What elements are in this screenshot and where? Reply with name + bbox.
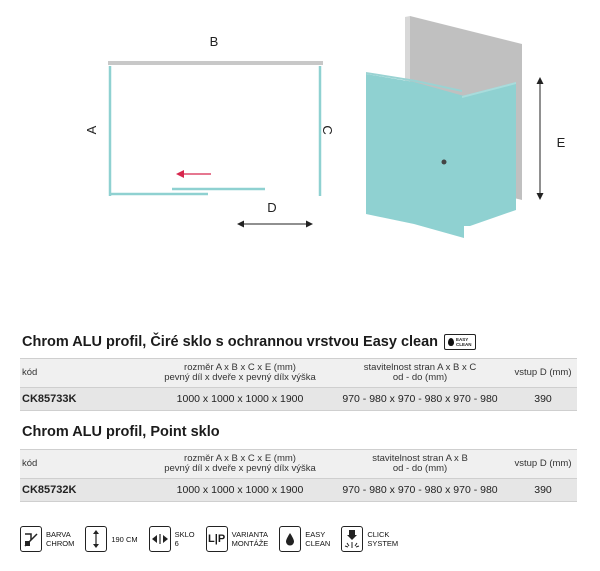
door-knob-icon	[441, 159, 447, 165]
color-swatch-icon	[20, 526, 42, 552]
row-code: CK85732K	[22, 484, 77, 496]
click-system-icon	[341, 526, 364, 552]
section-title-text: Chrom ALU profil, Point sklo	[22, 424, 220, 440]
perspective-view: E	[366, 16, 566, 238]
legend-mount-line1: VARIANTA	[231, 530, 269, 539]
glass-thickness-icon	[148, 526, 171, 552]
row-adjustability: 970 - 980 x 970 - 980 x 970 - 980	[342, 484, 498, 496]
legend-color-line2: CHROM	[46, 539, 75, 548]
plan-slide-arrow-icon	[176, 170, 184, 178]
label-a: A	[84, 125, 99, 134]
label-b: B	[210, 34, 219, 49]
mount-variant-icon: L|P	[205, 526, 228, 552]
header-adjust-line2: od - do (mm)	[392, 463, 448, 474]
header-adjustability: stavitelnost stran A x B od - do (mm)	[330, 450, 510, 478]
header-dims-line1: rozměr A x B x C x E (mm)	[184, 362, 296, 373]
arrowhead-right-icon	[306, 220, 313, 228]
header-code: kód	[22, 367, 38, 378]
section-title-easy-clean: Chrom ALU profil, Čiré sklo s ochrannou …	[22, 334, 476, 350]
row-entry: 390	[534, 393, 552, 405]
table-header: kód rozměr A x B x C x E (mm) pevný díl …	[20, 449, 577, 479]
height-icon	[85, 526, 108, 552]
left-fixed-panel	[366, 74, 414, 224]
header-adjustability: stavitelnost stran A x B x C od - do (mm…	[330, 359, 510, 387]
header-code: kód	[22, 458, 38, 469]
section-title-point-glass: Chrom ALU profil, Point sklo	[22, 424, 220, 440]
right-fixed-panel	[462, 82, 516, 226]
header-entry: vstup D (mm)	[514, 458, 572, 469]
header-entry: vstup D (mm)	[514, 367, 572, 378]
label-e: E	[557, 135, 566, 150]
legend-height-line1: 190 CM	[111, 534, 138, 544]
arrowhead-up-icon	[536, 77, 544, 84]
header-dims-line2: pevný díl x dveře x pevný dílx výška	[164, 372, 316, 383]
row-adjustability: 970 - 980 x 970 - 980 x 970 - 980	[342, 393, 498, 405]
section-title-text: Chrom ALU profil, Čiré sklo s ochrannou …	[22, 334, 439, 350]
legend-height: 190 CM	[85, 526, 138, 552]
header-dims-line1: rozměr A x B x C x E (mm)	[184, 453, 296, 464]
legend-mount-line2: MONTÁŽE	[231, 539, 269, 548]
table-header: kód rozměr A x B x C x E (mm) pevný díl …	[20, 358, 577, 388]
header-adjust-line2: od - do (mm)	[392, 372, 448, 383]
legend-glass-line1: SKLO	[174, 530, 195, 539]
easy-clean-drop-icon	[279, 526, 302, 552]
row-entry: 390	[534, 484, 552, 496]
table-row: CK85732K 1000 x 1000 x 1000 x 1900 970 -…	[20, 479, 577, 502]
badge-line2: CLEAN	[456, 342, 472, 347]
header-adjust-line1: stavitelnost stran A x B	[372, 453, 468, 464]
legend-glass-line2: 6	[174, 539, 179, 548]
table-point-glass: kód rozměr A x B x C x E (mm) pevný díl …	[20, 449, 577, 502]
legend-color-line1: BARVA	[46, 530, 71, 539]
header-dims-line2: pevný díl x dveře x pevný dílx výška	[164, 463, 316, 474]
door-panel	[414, 82, 464, 238]
plan-top-profile	[108, 61, 323, 65]
row-code: CK85733K	[22, 393, 77, 405]
legend-easy-line2: CLEAN	[305, 539, 331, 548]
badge-line1: EASY	[456, 337, 469, 342]
shower-diagram: B A C D E	[84, 16, 566, 238]
label-d: D	[267, 200, 276, 215]
row-dimensions: 1000 x 1000 x 1000 x 1900	[176, 484, 304, 496]
legend-click-line2: SYSTEM	[367, 539, 399, 548]
arrowhead-left-icon	[237, 220, 244, 228]
header-adjust-line1: stavitelnost stran A x B x C	[363, 362, 477, 373]
top-rail	[366, 72, 462, 92]
table-easy-clean: kód rozměr A x B x C x E (mm) pevný díl …	[20, 358, 577, 411]
right-panel-top	[462, 82, 516, 98]
row-dimensions: 1000 x 1000 x 1000 x 1900	[176, 393, 304, 405]
label-c: C	[320, 125, 335, 134]
legend-click-line1: CLICK	[367, 530, 390, 539]
drop-icon	[448, 338, 455, 346]
table-row: CK85733K 1000 x 1000 x 1000 x 1900 970 -…	[20, 388, 577, 411]
legend-easy-line1: EASY	[305, 530, 326, 539]
floor-plan: B A C D	[84, 34, 335, 228]
arrowhead-down-icon	[536, 193, 544, 200]
header-dimensions: rozměr A x B x C x E (mm) pevný díl x dv…	[140, 450, 340, 478]
header-dimensions: rozměr A x B x C x E (mm) pevný díl x dv…	[140, 359, 340, 387]
